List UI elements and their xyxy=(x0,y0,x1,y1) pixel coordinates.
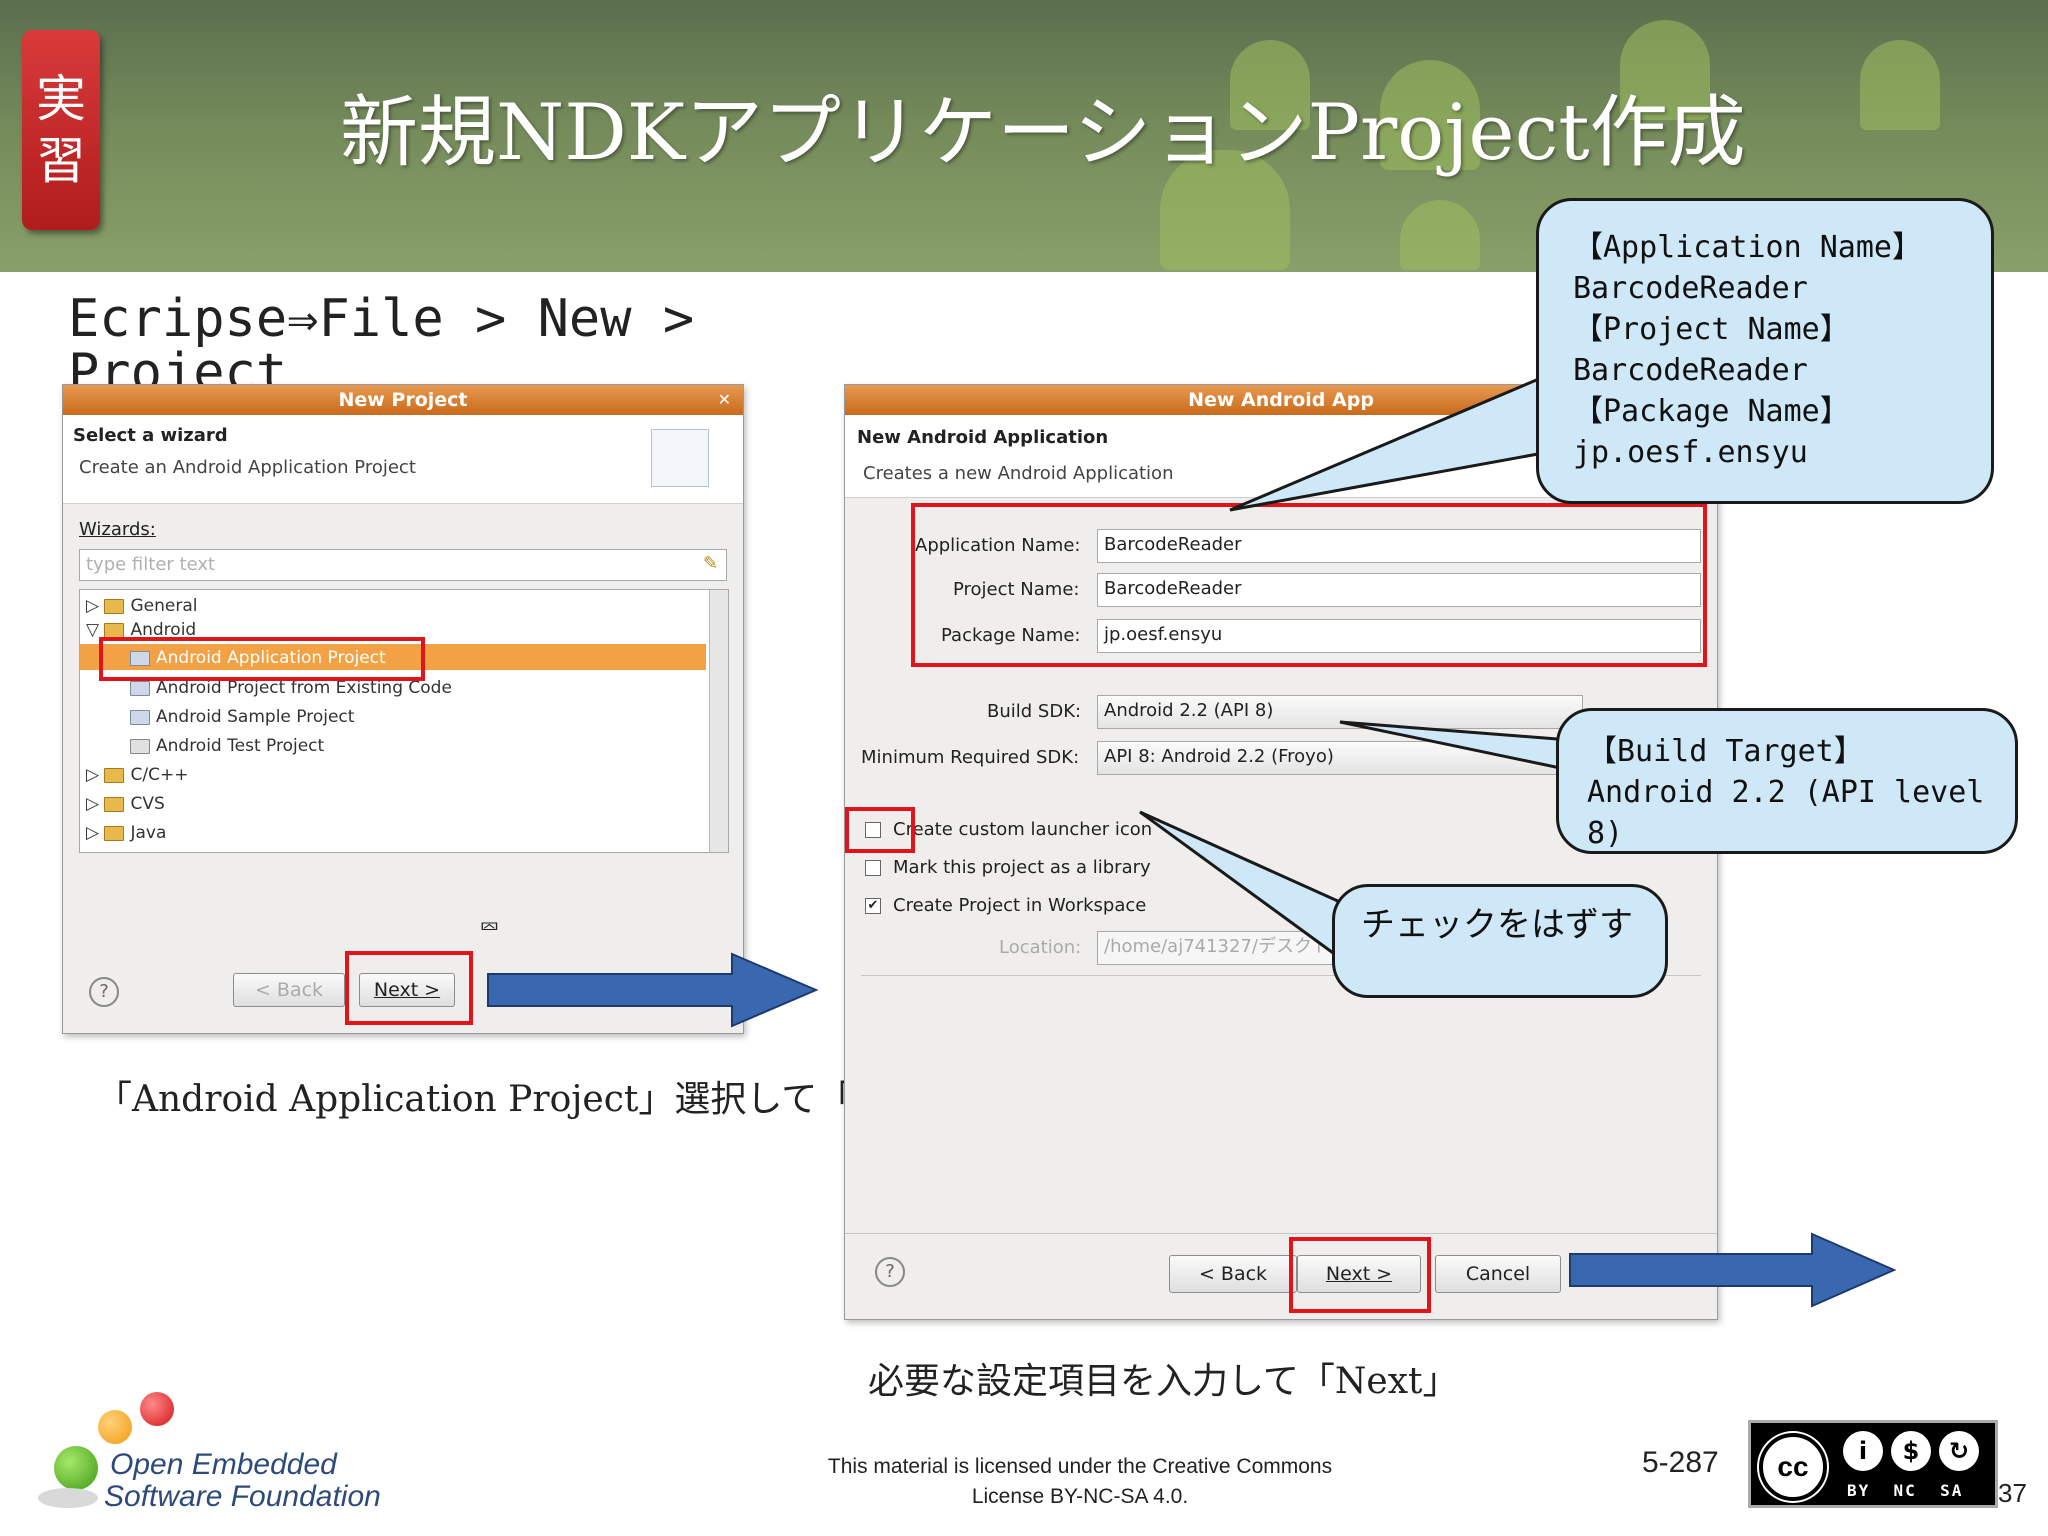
callout-names: 【Application Name】 BarcodeReader 【Projec… xyxy=(1536,198,1994,504)
back-button[interactable]: < Back xyxy=(233,973,345,1007)
highlight-name-fields xyxy=(911,503,1707,667)
arrow-to-right-dialog xyxy=(487,952,819,1028)
callout-build-target: 【Build Target】 Android 2.2 (API level 8) xyxy=(1556,708,2018,854)
new-android-app-dialog: New Android App New Android Application … xyxy=(844,384,1718,1320)
tree-item-cpp[interactable]: ▷ C/C++ xyxy=(86,765,189,785)
caption-left: 「Android Application Project」選択して「Next」 xyxy=(96,1079,977,1120)
logo-dot-red xyxy=(140,1392,174,1426)
highlight-android-app-project xyxy=(99,637,425,681)
tree-item-android-application-project[interactable]: Android Application Project xyxy=(130,648,386,668)
button-bar-divider xyxy=(845,1233,1717,1234)
app-header-title: New Android Application xyxy=(857,427,1109,448)
help-icon[interactable]: ? xyxy=(875,1257,905,1287)
exercise-badge: 実習 xyxy=(22,30,100,230)
build-sdk-label: Build SDK: xyxy=(987,701,1082,722)
tree-item-sample-project[interactable]: Android Sample Project xyxy=(130,707,354,727)
build-sdk-select[interactable]: Android 2.2 (API 8) xyxy=(1097,695,1583,729)
slide-header xyxy=(0,0,2048,272)
library-option[interactable]: Mark this project as a library xyxy=(865,857,1151,878)
workspace-checkbox[interactable]: ✔ xyxy=(865,898,881,914)
project-name-field[interactable]: BarcodeReader xyxy=(1097,573,1701,607)
logo-dot-orange xyxy=(98,1410,132,1444)
by-icon: i xyxy=(1843,1431,1883,1471)
page-corner-number: 37 xyxy=(1998,1478,2027,1508)
caption-right: 必要な設定項目を入力して「Next」 xyxy=(868,1361,1459,1402)
wizards-label: Wizards: xyxy=(79,519,156,540)
license-text: This material is licensed under the Crea… xyxy=(827,1455,1333,1508)
tree-item-general[interactable]: ▷ General xyxy=(86,596,198,616)
cc-icon: cc xyxy=(1759,1433,1827,1501)
wizard-banner-icon xyxy=(651,429,709,487)
close-icon[interactable]: ✕ xyxy=(717,390,731,409)
filter-input[interactable]: type filter text xyxy=(79,549,727,581)
tree-item-test-project[interactable]: Android Test Project xyxy=(130,736,324,756)
project-name-label: Project Name: xyxy=(953,579,1080,600)
launcher-icon-checkbox[interactable] xyxy=(865,822,881,838)
sa-icon: ↻ xyxy=(1939,1431,1979,1471)
new-project-titlebar: New Project ✕ xyxy=(63,385,743,415)
tree-scrollbar[interactable] xyxy=(709,590,728,852)
tree-item-java[interactable]: ▷ Java xyxy=(86,823,167,843)
location-label: Location: xyxy=(999,937,1082,958)
next-button[interactable]: Next > xyxy=(1297,1255,1421,1293)
slide-title: 新規NDKアプリケーションProject作成 xyxy=(340,88,1746,178)
next-button[interactable]: Next > xyxy=(359,973,455,1007)
cc-license-badge: cc i $ ↻ BY NC SA xyxy=(1748,1420,1998,1508)
highlight-next-right xyxy=(1289,1237,1431,1313)
logo-text-line1: Open Embedded xyxy=(110,1448,337,1481)
new-android-app-title: New Android App xyxy=(1188,389,1374,411)
highlight-next-left xyxy=(345,951,473,1025)
min-sdk-label: Minimum Required SDK: xyxy=(861,747,1080,768)
app-name-field[interactable]: BarcodeReader xyxy=(1097,529,1701,563)
app-name-label: Application Name: xyxy=(915,535,1081,556)
selected-row-highlight xyxy=(80,644,706,670)
nc-icon: $ xyxy=(1891,1431,1931,1471)
wizard-tree[interactable]: ▷ General ▽ Android Android Application … xyxy=(79,589,729,853)
mouse-cursor-icon: ⮹ xyxy=(479,913,500,943)
cancel-button[interactable]: Cancel xyxy=(1435,1255,1561,1293)
arrow-to-next-step xyxy=(1569,1232,1897,1308)
new-project-dialog: New Project ✕ Select a wizard Create an … xyxy=(62,384,744,1034)
logo-swoosh xyxy=(38,1488,98,1508)
callout-uncheck: チェックをはずす xyxy=(1332,884,1668,998)
wizard-header-subtitle: Create an Android Application Project xyxy=(79,457,416,478)
app-header-subtitle: Creates a new Android Application xyxy=(863,463,1174,484)
logo-text-line2: Software Foundation xyxy=(104,1480,381,1513)
library-checkbox[interactable] xyxy=(865,860,881,876)
logo-dot-green xyxy=(54,1446,98,1490)
package-name-field[interactable]: jp.oesf.ensyu xyxy=(1097,619,1701,653)
page-number: 5-287 xyxy=(1642,1446,1719,1479)
workspace-option[interactable]: ✔Create Project in Workspace xyxy=(865,895,1146,916)
help-icon[interactable]: ? xyxy=(89,977,119,1007)
tree-item-cvs[interactable]: ▷ CVS xyxy=(86,794,165,814)
wizard-header: Select a wizard Create an Android Applic… xyxy=(63,415,743,504)
tree-item-android[interactable]: ▽ Android xyxy=(86,620,197,640)
package-name-label: Package Name: xyxy=(941,625,1081,646)
launcher-icon-option[interactable]: Create custom launcher icon xyxy=(865,819,1152,840)
content-divider xyxy=(861,975,1701,976)
oesf-logo: Open Embedded Software Foundation xyxy=(38,1392,398,1522)
highlight-launcher-checkbox xyxy=(845,807,915,853)
back-button[interactable]: < Back xyxy=(1169,1255,1297,1293)
clear-filter-icon[interactable]: ✎ xyxy=(703,553,719,574)
new-project-title: New Project xyxy=(338,389,468,411)
wizard-header-title: Select a wizard xyxy=(73,425,228,446)
tree-item-existing-code[interactable]: Android Project from Existing Code xyxy=(130,678,452,698)
cc-tags: BY NC SA xyxy=(1847,1481,1964,1500)
